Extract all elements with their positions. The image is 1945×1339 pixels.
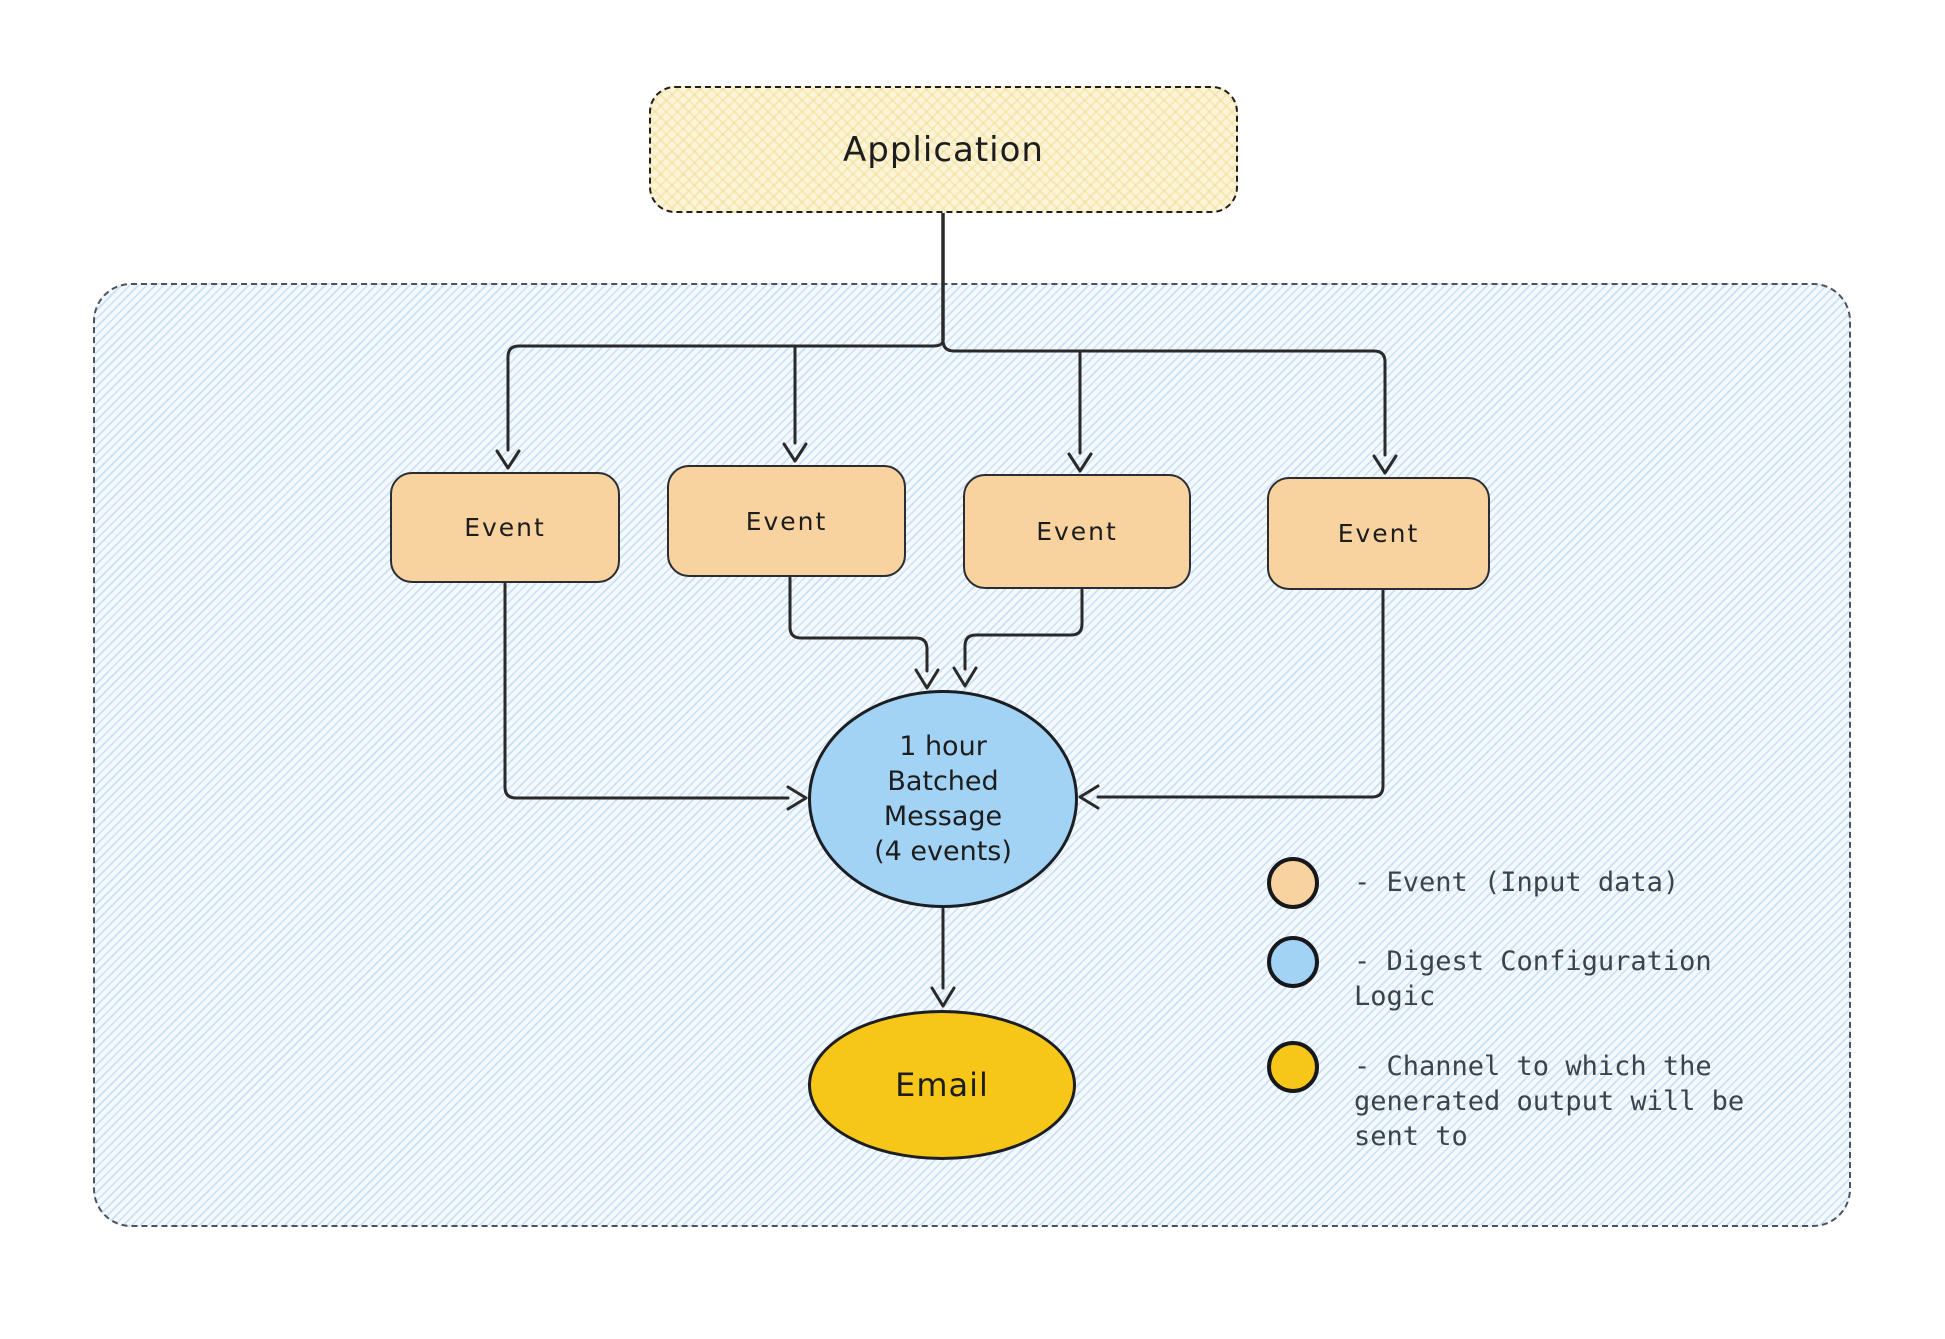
batched-message-line-2: Batched [887, 766, 999, 797]
legend-item-event: - Event (Input data) [1267, 857, 1760, 909]
channel-color-swatch [1267, 1041, 1319, 1093]
event-3-label: Event [1036, 517, 1118, 546]
batched-message-line-3: Message [883, 801, 1003, 832]
email-channel-node[interactable]: Email [808, 1010, 1076, 1160]
batched-message-line-4: (4 events) [874, 836, 1012, 867]
event-2-label: Event [745, 506, 828, 536]
event-node-3[interactable]: Event [963, 474, 1191, 589]
legend-item-digest: - Digest Configuration Logic [1267, 936, 1760, 1014]
event-4-label: Event [1337, 519, 1420, 548]
digest-color-swatch [1267, 936, 1319, 988]
application-node[interactable]: Application [649, 86, 1238, 213]
event-node-4[interactable]: Event [1267, 477, 1490, 590]
event-node-2[interactable]: Event [667, 465, 906, 577]
application-label: Application [843, 129, 1044, 170]
legend-event-label: - Event (Input data) [1354, 867, 1680, 898]
legend-channel-label: - Channel to which the generated output … [1354, 1051, 1745, 1152]
legend: - Event (Input data) - Digest Configurat… [1267, 857, 1760, 1181]
event-color-swatch [1267, 857, 1319, 909]
batched-message-line-1: 1 hour [899, 731, 987, 762]
event-node-1[interactable]: Event [390, 472, 620, 583]
legend-item-channel: - Channel to which the generated output … [1267, 1041, 1760, 1154]
event-1-label: Event [464, 513, 546, 542]
legend-digest-label: - Digest Configuration Logic [1354, 946, 1712, 1012]
email-label: Email [895, 1066, 989, 1104]
batched-message-node[interactable]: 1 hour Batched Message (4 events) [808, 690, 1078, 908]
